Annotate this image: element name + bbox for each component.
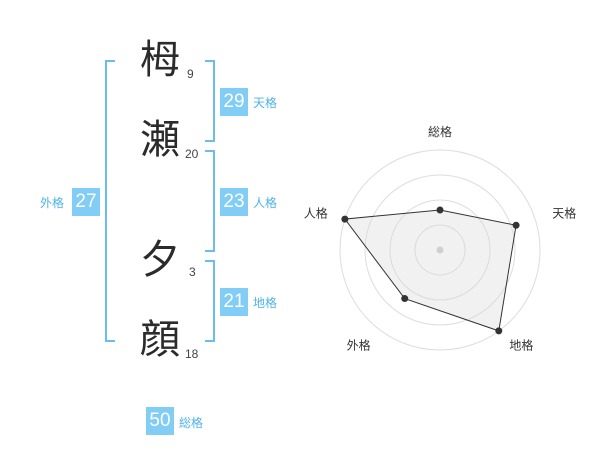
tenkaku-score: 29 — [220, 88, 248, 116]
stroke-count-2: 20 — [185, 147, 199, 161]
name-char-1: 栂 — [140, 37, 180, 83]
tenkaku-label: 天格 — [253, 96, 278, 110]
jinkaku-score: 23 — [220, 188, 248, 216]
radar-grid-ring — [389, 199, 491, 301]
gaikaku-bracket — [105, 60, 115, 342]
stroke-count-1: 9 — [187, 67, 194, 81]
radar-data-point — [512, 221, 520, 229]
radar-axis-label: 天格 — [552, 206, 576, 221]
gaikaku-label: 外格 — [40, 196, 65, 210]
radar-data-point — [436, 206, 444, 214]
gaikaku-score: 27 — [72, 188, 100, 216]
radar-axis-label: 人格 — [304, 206, 328, 221]
chikaku-score: 21 — [220, 288, 248, 316]
radar-grid-ring — [339, 149, 541, 351]
stroke-count-3: 3 — [189, 265, 196, 279]
radar-data-area — [343, 209, 517, 332]
stroke-count-4: 18 — [185, 347, 199, 361]
radar-axis-label: 総格 — [428, 124, 452, 139]
radar-data-point — [495, 327, 503, 335]
chikaku-label: 地格 — [253, 296, 278, 310]
radar-axis-label: 外格 — [347, 337, 371, 352]
jinkaku-bracket — [205, 150, 215, 252]
radar-axis-label: 地格 — [509, 337, 533, 352]
name-char-2: 瀬 — [140, 117, 180, 163]
soukaku-label: 総格 — [179, 416, 204, 430]
radar-data-point — [341, 215, 349, 223]
radar-center-dot — [436, 246, 444, 254]
name-char-3: 夕 — [140, 237, 180, 283]
jinkaku-label: 人格 — [253, 196, 278, 210]
radar-grid-ring — [364, 174, 516, 326]
chikaku-bracket — [205, 260, 215, 342]
radar-grid-ring — [414, 224, 466, 276]
tenkaku-bracket — [205, 60, 215, 142]
soukaku-score: 50 — [146, 407, 174, 435]
radar-data-point — [401, 295, 409, 303]
name-char-4: 顔 — [140, 317, 180, 363]
